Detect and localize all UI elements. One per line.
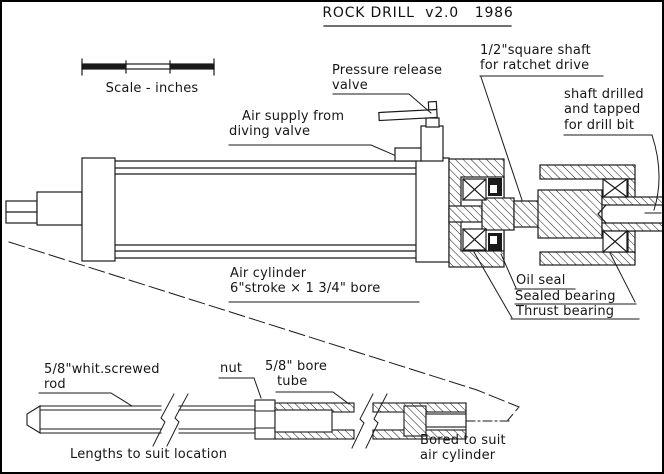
feed-screw-assembly (26, 393, 467, 449)
leader-lines (38, 75, 662, 407)
label-line: for drill bit (564, 117, 635, 133)
rod-tip (26, 405, 41, 434)
label-line: rod (44, 377, 66, 393)
break-mark (166, 393, 189, 447)
square-shaft (513, 200, 543, 228)
label-line: tube (277, 374, 308, 390)
label-line: Bored to suit (420, 433, 506, 448)
end-cap-left (81, 157, 116, 262)
break-mark (351, 393, 374, 449)
label-oil-seal: Oil seal (516, 273, 566, 288)
label-line: air cylinder (420, 448, 496, 464)
label-lengths: Lengths to suit location (70, 447, 228, 462)
valve-stem (425, 117, 440, 128)
oil-seal-top (488, 178, 502, 196)
rod-inside-tube (274, 409, 333, 433)
air-cylinder-body (5, 157, 450, 263)
drawing-title: ROCK DRILL v2.0 1986 (322, 5, 514, 21)
label-line: Pressure release (332, 63, 443, 78)
break-mark (152, 393, 175, 447)
air-inlet-pipe (394, 147, 423, 162)
label-line: 5/8" bore (265, 359, 328, 374)
drill-point (597, 204, 607, 224)
scale-bar (81, 58, 215, 76)
chuck-body (537, 189, 603, 239)
label-line: shaft drilled (564, 87, 644, 102)
valve-body (420, 125, 444, 162)
rod-coupling-block (36, 191, 83, 226)
gearbox-housing (448, 158, 543, 268)
label-line: 5/8"whit.screwed (44, 362, 160, 377)
drive-head (537, 164, 662, 266)
label-line: 1/2"square shaft (480, 43, 591, 58)
oil-seal-bottom (488, 233, 502, 251)
label-line: Air supply from (242, 109, 345, 124)
drilled-shaft-bottom (601, 222, 662, 232)
pressure-release-valve (378, 100, 444, 162)
scale-label: Scale - inches (105, 81, 199, 96)
thrust-bearing-bottom (462, 228, 487, 251)
label-line: valve (332, 78, 368, 94)
valve-lever (378, 108, 438, 122)
end-cap-right (415, 157, 450, 263)
label-line: 6"stroke × 1 3/4" bore (230, 281, 381, 297)
drilled-shaft-top (601, 196, 662, 206)
break-mark (365, 393, 388, 449)
label-line: and tapped (564, 102, 641, 118)
thrust-bearing-top (462, 178, 487, 201)
sealed-bearing-bottom (602, 230, 628, 253)
label-line: Air cylinder (230, 266, 307, 281)
sealed-bearing-top (602, 178, 628, 198)
tube-plug (403, 405, 427, 437)
drive-shaft-hub (481, 197, 515, 231)
piston-rod (448, 205, 483, 223)
label-nut: nut (220, 361, 243, 376)
bored-end (425, 413, 467, 428)
label-line: diving valve (229, 124, 311, 140)
label-thrust-bearing: Thrust bearing (516, 304, 615, 319)
valve-knob (427, 100, 438, 111)
label-line: for ratchet drive (480, 58, 590, 74)
nut (254, 399, 276, 440)
projection-chain-line (8, 241, 520, 422)
label-sealed-bearing: Sealed bearing (515, 289, 616, 304)
